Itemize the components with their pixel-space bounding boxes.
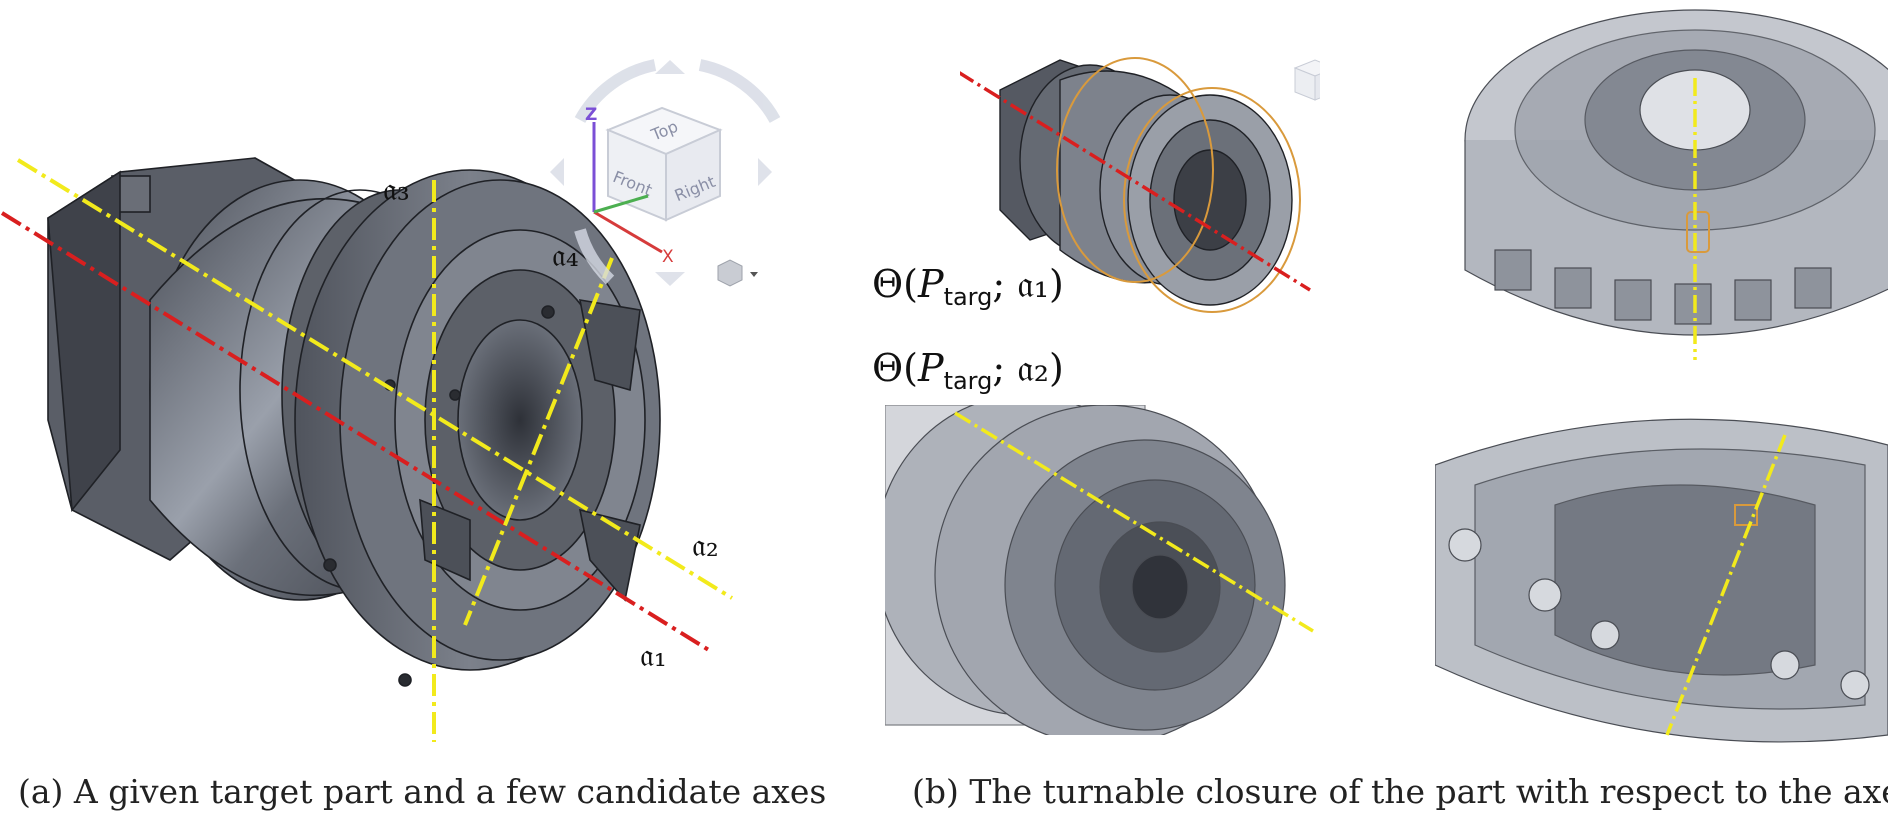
view-mode-dropdown[interactable] [717,259,758,287]
axis-a4-label: 𝔞₄ [552,236,579,274]
theta-a2-label: Θ(Ptarg; 𝔞₂) [872,346,1064,395]
z-axis-label: Z [585,105,597,125]
axis-a1-line [0,211,714,654]
theta-a1-label: Θ(Ptarg; 𝔞₁) [872,262,1064,311]
viewcube[interactable] [605,106,723,222]
axis-a4-line [463,257,614,626]
viewcube-mini-1[interactable] [1293,59,1320,101]
axis-a1-label: 𝔞₁ [640,636,667,674]
viewcube-orbit-ring[interactable] [574,59,781,285]
target-part-figure: Top Front Right Z X [0,59,781,742]
closure-a1-render [960,57,1320,313]
caption-b: (b) The turnable closure of the part wit… [912,772,1888,811]
axis-a2-label: 𝔞₂ [692,526,719,564]
viewcube-widget[interactable]: Top Front Right Z X [550,59,781,287]
closure-a1-cutaway-render [1464,9,1888,360]
axis-a2-line [16,158,734,600]
x-axis-label: X [662,247,674,267]
caption-a: (a) A given target part and a few candid… [18,772,827,811]
axis-a3-label: 𝔞₃ [383,170,410,208]
closure-a2-render [885,405,1314,735]
closure-a2-cutaway-render [1435,418,1888,743]
